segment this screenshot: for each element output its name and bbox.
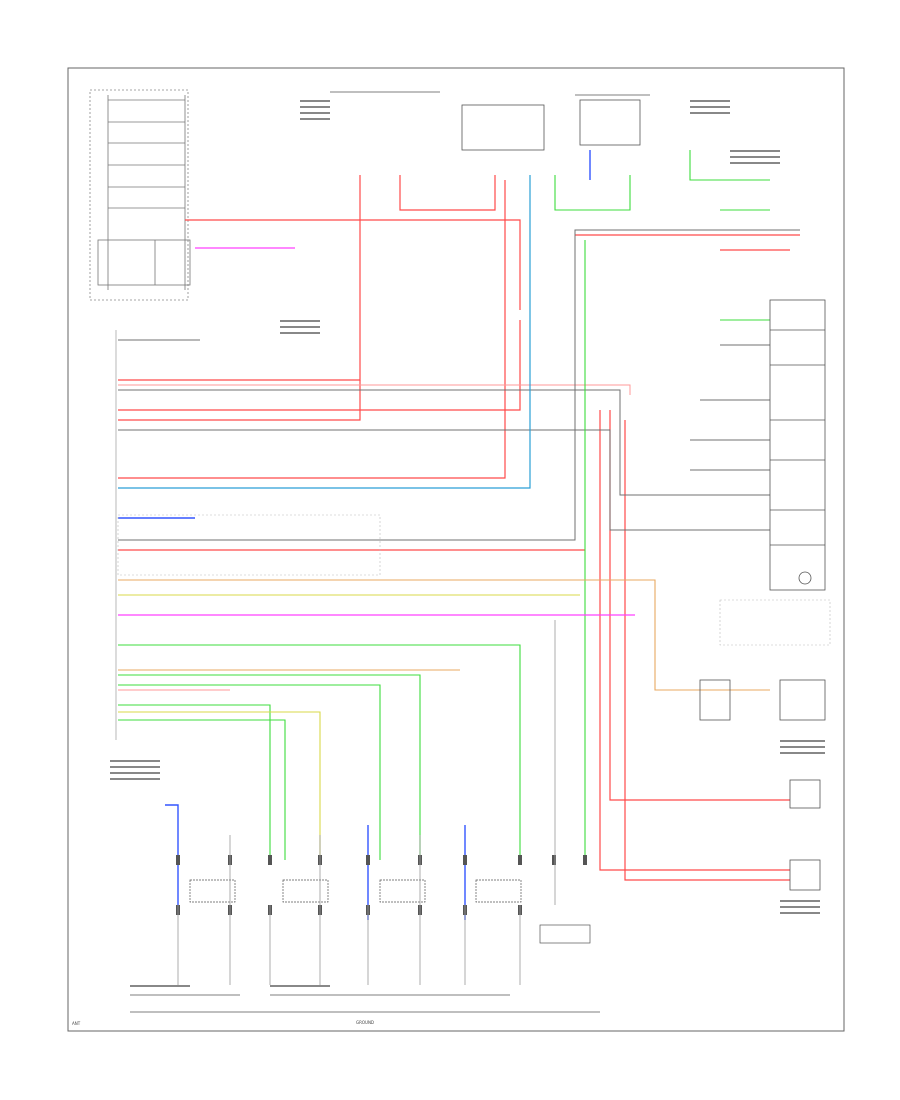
wires-orange [118, 579, 770, 691]
wires-red [118, 175, 800, 881]
diagram-frame [67, 67, 845, 1032]
wires-pink [118, 384, 631, 691]
right-boxes-lower [699, 679, 826, 891]
bottom-sensor-connectors [189, 879, 591, 944]
wires-yellow [118, 594, 580, 860]
wires-teal [118, 175, 531, 489]
bottom-connector-marks [176, 855, 587, 915]
bottom-gray-wires [177, 620, 556, 985]
wires-magenta [118, 247, 635, 616]
wires-gray [118, 229, 800, 541]
bottom-ground-label: GROUND [356, 1020, 374, 1025]
wires-green [118, 150, 770, 860]
wires-blue [118, 150, 591, 920]
top-relay-boxes [330, 91, 650, 151]
ground-bus [130, 994, 600, 1013]
right-switch-stack [769, 299, 826, 591]
fuse-block-top-left [89, 89, 191, 301]
footer-left-label: ANT [72, 1021, 81, 1026]
dashed-outlines [117, 514, 831, 646]
label-placeholder-marks [110, 100, 825, 987]
